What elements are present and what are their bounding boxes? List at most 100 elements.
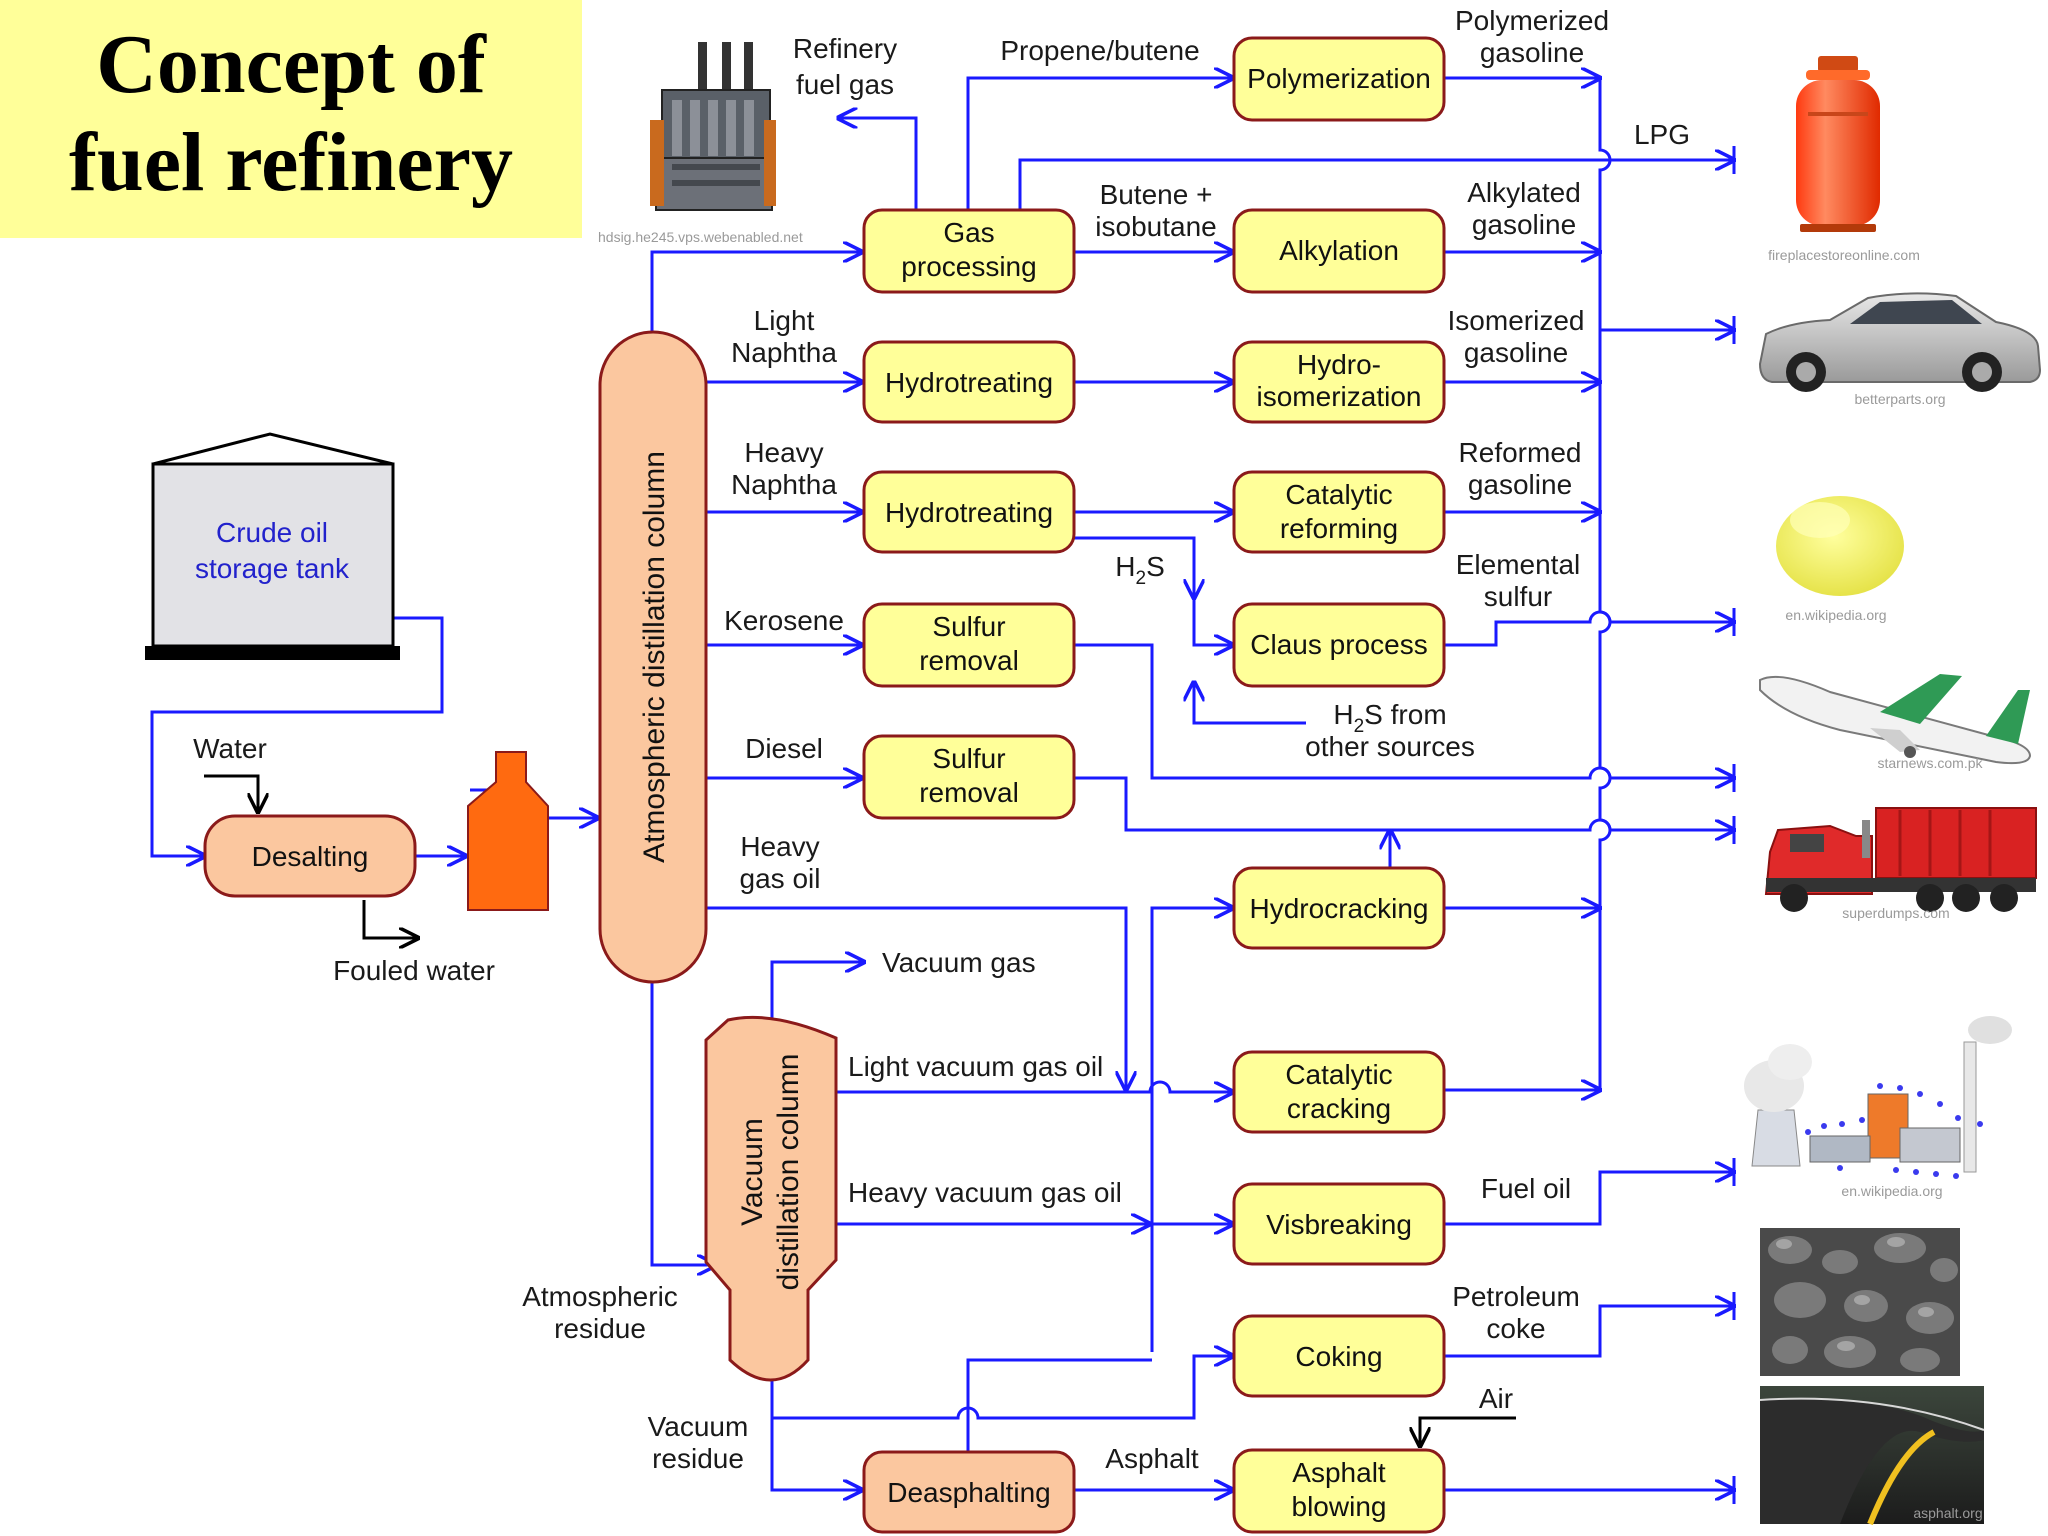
label-butene-1: Butene + <box>1100 179 1213 210</box>
asphalt-blowing-label-2: blowing <box>1292 1491 1387 1522</box>
label-polymerized-gasoline-2: gasoline <box>1480 37 1584 68</box>
hydro-isomerization-label-2: isomerization <box>1257 381 1422 412</box>
car-image <box>1758 292 2042 392</box>
label-vacuum-gas: Vacuum gas <box>882 947 1036 978</box>
label-polymerized-gasoline-1: Polymerized <box>1455 5 1609 36</box>
atmospheric-distillation-column: Atmospheric distillation column <box>598 330 708 984</box>
label-elemental-sulfur-2: sulfur <box>1484 581 1552 612</box>
label-alkylated-gasoline-2: gasoline <box>1472 209 1576 240</box>
gas-bottle-image <box>1796 56 1880 232</box>
label-fuel-oil: Fuel oil <box>1481 1173 1571 1204</box>
label-kerosene: Kerosene <box>724 605 844 636</box>
unit-hydrotreating-1: Hydrotreating <box>862 340 1076 424</box>
hydrotreating-2-label: Hydrotreating <box>885 497 1053 528</box>
utility-lines <box>204 774 1516 1446</box>
credit-plane: starnews.com.pk <box>1877 755 1983 771</box>
credit-road: asphalt.org <box>1913 1505 1982 1521</box>
tank-label-2: storage tank <box>195 553 350 584</box>
asphalt-blowing-label-1: Asphalt <box>1292 1457 1386 1488</box>
label-vac-residue-2: residue <box>652 1443 744 1474</box>
sulfur-removal-1-label-1: Sulfur <box>932 611 1005 642</box>
unit-catalytic-reforming: Catalytic reforming <box>1232 470 1446 554</box>
label-light-naphtha-1: Light <box>754 305 815 336</box>
label-atm-residue-1: Atmospheric <box>522 1281 678 1312</box>
label-petroleum-coke-1: Petroleum <box>1452 1281 1580 1312</box>
label-heavy-naphtha-2: Naphtha <box>731 469 837 500</box>
label-heavy-vacuum-gas-oil: Heavy vacuum gas oil <box>848 1177 1122 1208</box>
unit-hydro-isomerization: Hydro- isomerization <box>1232 340 1446 424</box>
label-isomerized-gasoline-1: Isomerized <box>1448 305 1585 336</box>
hydrotreating-1-label: Hydrotreating <box>885 367 1053 398</box>
unit-hydrocracking: Hydrocracking <box>1232 866 1446 950</box>
label-h2s-other-1: H2S from <box>1333 699 1446 737</box>
crude-oil-storage-tank: Crude oil storage tank <box>145 432 400 660</box>
label-heavy-naphtha-1: Heavy <box>744 437 823 468</box>
unit-coking: Coking <box>1232 1314 1446 1398</box>
label-light-vacuum-gas-oil: Light vacuum gas oil <box>848 1051 1103 1082</box>
unit-gas-processing: Gas processing <box>862 208 1076 294</box>
catalytic-cracking-label-1: Catalytic <box>1285 1059 1392 1090</box>
label-diesel: Diesel <box>745 733 823 764</box>
crude-heater <box>467 751 549 911</box>
unit-hydrotreating-2: Hydrotreating <box>862 470 1076 554</box>
unit-deasphalting: Deasphalting <box>862 1450 1076 1534</box>
unit-polymerization: Polymerization <box>1232 36 1446 122</box>
sulfur-image <box>1776 496 1904 596</box>
water-label: Water <box>193 733 267 764</box>
gas-processing-label-2: processing <box>901 251 1036 282</box>
polymerization-label: Polymerization <box>1247 63 1431 94</box>
unit-asphalt-blowing: Asphalt blowing <box>1232 1448 1446 1534</box>
alkylation-label: Alkylation <box>1279 235 1399 266</box>
coke-image <box>1760 1228 1960 1376</box>
label-atm-residue-2: residue <box>554 1313 646 1344</box>
unit-sulfur-removal-1: Sulfur removal <box>862 602 1076 688</box>
unit-catalytic-cracking: Catalytic cracking <box>1232 1050 1446 1134</box>
credit-truck: superdumps.com <box>1842 905 1949 921</box>
hydrocracking-label: Hydrocracking <box>1250 893 1429 924</box>
sulfur-removal-2-label-1: Sulfur <box>932 743 1005 774</box>
fouled-water-label: Fouled water <box>333 955 495 986</box>
label-air: Air <box>1479 1383 1513 1414</box>
label-lpg: LPG <box>1634 119 1690 150</box>
unit-visbreaking: Visbreaking <box>1232 1182 1446 1266</box>
vac-column-label-2: distillation column <box>772 1054 805 1291</box>
power-plant-image <box>1744 1016 2012 1179</box>
label-butene-2: isobutane <box>1095 211 1216 242</box>
stream-labels: Refinery fuel gas Propene/butene Butene … <box>522 33 1513 1474</box>
label-vac-residue-1: Vacuum <box>648 1411 749 1442</box>
deasphalting-label: Deasphalting <box>887 1477 1050 1508</box>
gas-processing-label-1: Gas <box>943 217 994 248</box>
label-elemental-sulfur-1: Elemental <box>1456 549 1581 580</box>
label-h2s-other-2: other sources <box>1305 731 1475 762</box>
catalytic-cracking-label-2: cracking <box>1287 1093 1391 1124</box>
label-isomerized-gasoline-2: gasoline <box>1464 337 1568 368</box>
label-h2s: H2S <box>1115 551 1165 589</box>
desalting-label: Desalting <box>252 841 369 872</box>
credit-car: betterparts.org <box>1854 391 1945 407</box>
atm-column-label: Atmospheric distillation column <box>638 451 671 863</box>
credit-plant: en.wikipedia.org <box>1841 1183 1942 1199</box>
credit-gas-bottle: fireplacestoreonline.com <box>1768 247 1920 263</box>
title-line-1: Concept of <box>96 18 487 111</box>
product-labels: Polymerized gasoline LPG Alkylated gasol… <box>1448 5 1690 1344</box>
catalytic-reforming-label-1: Catalytic <box>1285 479 1392 510</box>
tank-label-1: Crude oil <box>216 517 328 548</box>
desalting-unit: Desalting <box>203 814 417 898</box>
sulfur-removal-2-label-2: removal <box>919 777 1019 808</box>
claus-process-label: Claus process <box>1250 629 1427 660</box>
label-refinery-fuel-gas-1: Refinery <box>793 33 897 64</box>
coking-label: Coking <box>1295 1341 1382 1372</box>
label-reformed-gasoline-2: gasoline <box>1468 469 1572 500</box>
visbreaking-label: Visbreaking <box>1266 1209 1412 1240</box>
credit-furnace: hdsig.he245.vps.webenabled.net <box>598 229 803 245</box>
label-alkylated-gasoline-1: Alkylated <box>1467 177 1581 208</box>
label-asphalt: Asphalt <box>1105 1443 1199 1474</box>
vacuum-distillation-column: Vacuum distillation column <box>704 1015 838 1382</box>
label-propene-butene: Propene/butene <box>1000 35 1199 66</box>
credit-sulfur: en.wikipedia.org <box>1785 607 1886 623</box>
unit-sulfur-removal-2: Sulfur removal <box>862 734 1076 820</box>
label-reformed-gasoline-1: Reformed <box>1459 437 1582 468</box>
truck-image <box>1764 807 2037 912</box>
airplane-image <box>1759 674 2032 765</box>
